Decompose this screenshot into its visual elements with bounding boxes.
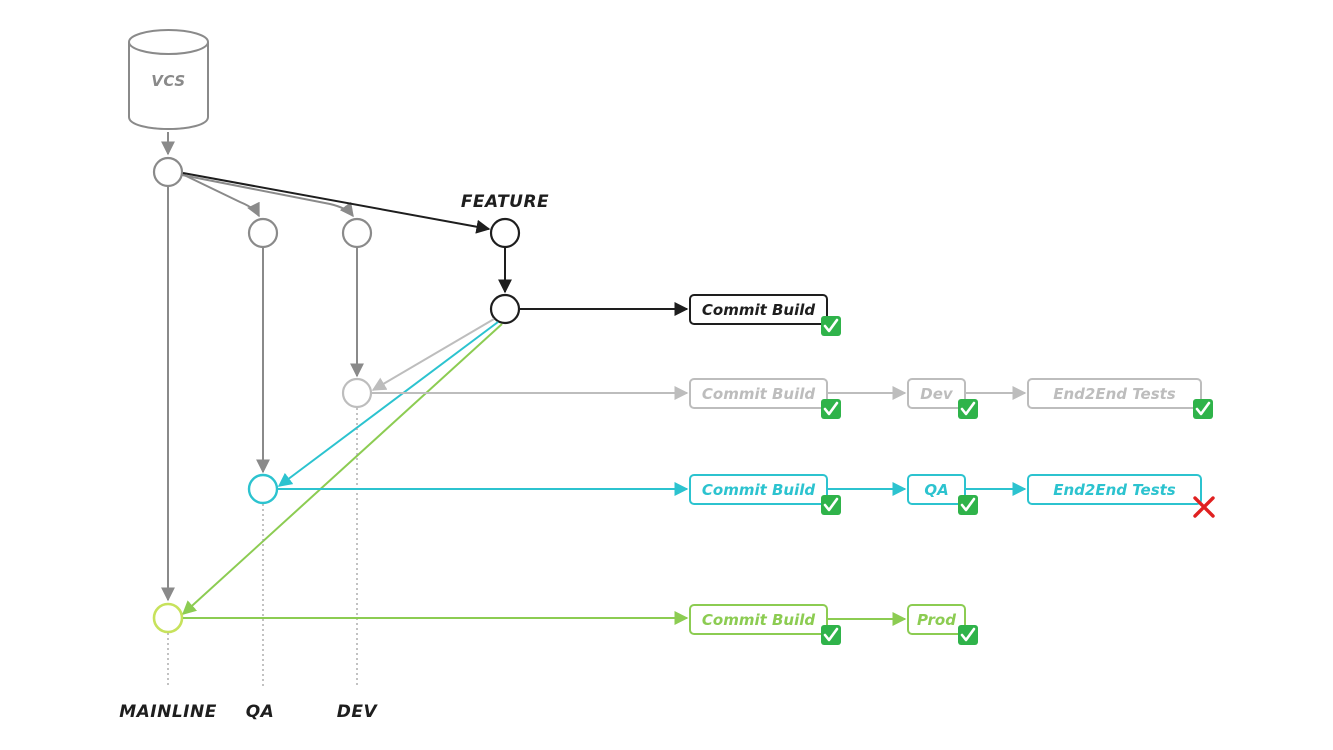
feature-to-qa-merge-edge <box>277 321 499 487</box>
stage-label: Commit Build <box>702 611 816 629</box>
dev-deploy-stage[interactable]: Dev <box>907 378 966 409</box>
stage-label: Prod <box>917 611 956 629</box>
fail-cross-icon <box>1193 496 1215 518</box>
vcs-database: VCS <box>128 29 209 130</box>
qa-branch-label: QA <box>246 702 275 722</box>
stage-label: End2End Tests <box>1053 481 1176 499</box>
dev-e2e-tests-stage[interactable]: End2End Tests <box>1027 378 1202 409</box>
origin-to-qa-edge <box>181 173 260 218</box>
origin-to-feature-edge <box>182 172 491 234</box>
stage-label: Commit Build <box>702 481 816 499</box>
vcs-label: VCS <box>151 72 185 90</box>
stage-label: Commit Build <box>702 301 816 319</box>
mainline-prod-stage[interactable]: Prod <box>907 604 966 635</box>
pass-check-icon <box>821 495 841 515</box>
stage-label: Commit Build <box>702 385 816 403</box>
mainline-branch-label: MAINLINE <box>119 702 217 722</box>
qa-merge-node <box>247 473 279 505</box>
dev-branch-start-node <box>341 217 373 249</box>
feature-to-mainline-merge-edge <box>181 323 503 615</box>
feature-branch-label: FEATURE <box>461 192 549 212</box>
mainline-merge-node <box>152 602 184 634</box>
stage-label: End2End Tests <box>1053 385 1176 403</box>
pass-check-icon <box>821 625 841 645</box>
qa-branch-start-node <box>247 217 279 249</box>
mainline-commit-build-stage[interactable]: Commit Build <box>689 604 828 635</box>
origin-commit-node <box>152 156 184 188</box>
pass-check-icon <box>958 399 978 419</box>
feature-commit-node <box>489 293 521 325</box>
feature-commit-build-stage[interactable]: Commit Build <box>689 294 828 325</box>
qa-commit-build-stage[interactable]: Commit Build <box>689 474 828 505</box>
pass-check-icon <box>821 316 841 336</box>
qa-e2e-tests-stage[interactable]: End2End Tests <box>1027 474 1202 505</box>
pass-check-icon <box>1193 399 1213 419</box>
feature-start-node <box>489 217 521 249</box>
dev-commit-build-stage[interactable]: Commit Build <box>689 378 828 409</box>
pass-check-icon <box>821 399 841 419</box>
dev-merge-node <box>341 377 373 409</box>
pass-check-icon <box>958 625 978 645</box>
stage-label: Dev <box>920 385 954 403</box>
qa-deploy-stage[interactable]: QA <box>907 474 966 505</box>
dev-branch-label: DEV <box>337 702 379 722</box>
pass-check-icon <box>958 495 978 515</box>
stage-label: QA <box>924 481 948 499</box>
origin-to-dev-edge <box>181 174 354 218</box>
feature-to-dev-merge-edge <box>371 318 495 391</box>
